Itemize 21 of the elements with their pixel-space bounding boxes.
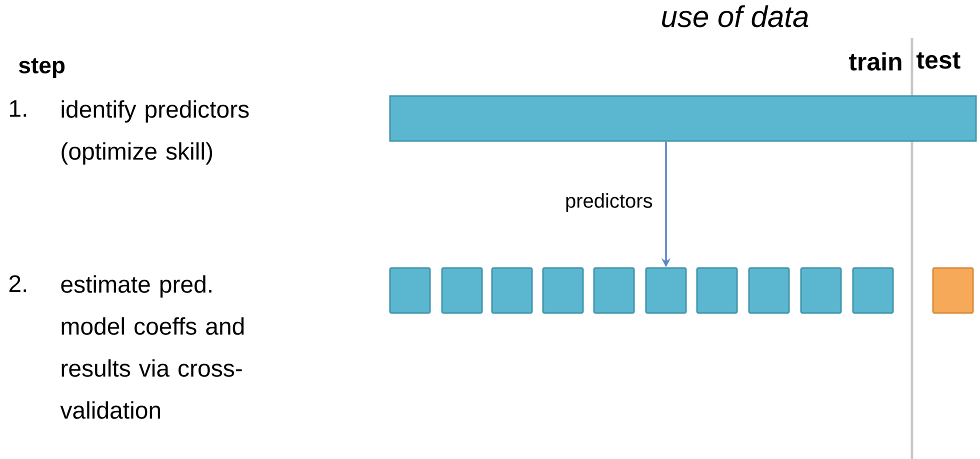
step-number: 2.: [9, 275, 26, 292]
column-heading: train: [848, 52, 902, 71]
edge-label: predictors: [564, 192, 654, 213]
data-block: [542, 267, 584, 314]
data-block: [645, 267, 687, 314]
data-block: [389, 267, 431, 314]
column-heading: test: [916, 52, 960, 69]
data-block: [748, 267, 790, 314]
title: use of data: [662, 5, 808, 28]
data-block: [852, 267, 894, 314]
step-number: 1.: [10, 100, 26, 117]
data-block: [696, 267, 738, 314]
step-description: identify predictors (optimize skill): [62, 100, 249, 165]
data-block: [441, 267, 483, 314]
data-bar: [389, 95, 977, 142]
column-heading: step: [19, 58, 65, 78]
data-block: [491, 267, 533, 314]
data-block: [593, 267, 635, 314]
data-block: [800, 267, 842, 314]
step-description: estimate pred. model coeffs and results via cross-validation: [60, 275, 244, 419]
data-block: [932, 267, 974, 314]
